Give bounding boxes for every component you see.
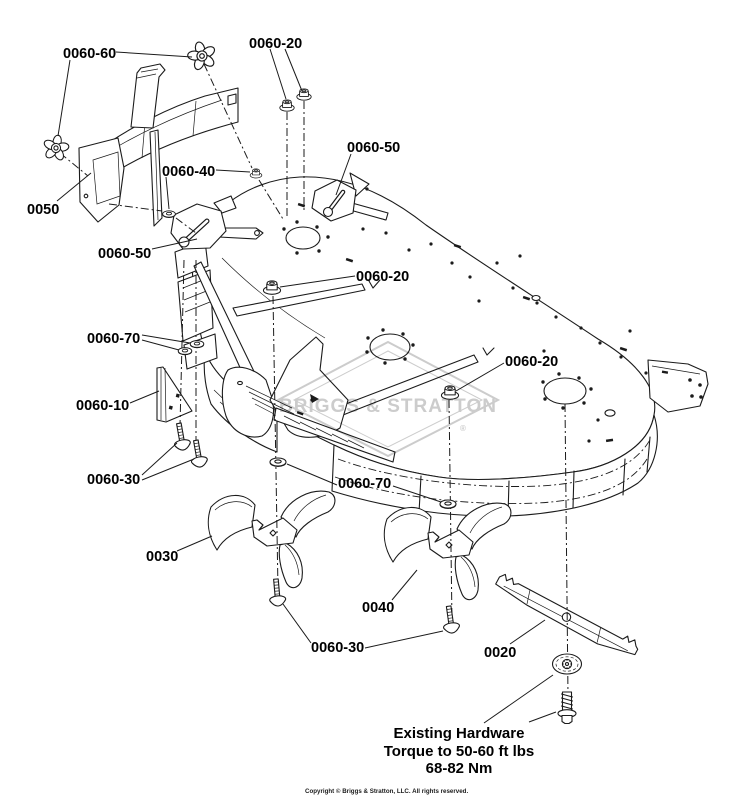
part-label-0060-30-bottom[interactable]: 0060-30 xyxy=(311,640,364,656)
deflector-0050-drawing xyxy=(78,63,239,227)
spline-washer-icon xyxy=(551,653,583,675)
watermark-text: BRIGGS & STRATTON xyxy=(279,396,497,417)
part-label-0060-70-left[interactable]: 0060-70 xyxy=(87,331,140,347)
spindle-bolt-holes xyxy=(282,220,593,410)
copyright-notice: Copyright © Briggs & Stratton, LLC. All … xyxy=(305,788,468,795)
part-label-0060-20-middle[interactable]: 0060-20 xyxy=(356,269,409,285)
deck-hanger-bracket xyxy=(647,359,709,413)
carriage-bolt-0060-30-icon xyxy=(170,421,192,452)
deck-front-baffles xyxy=(193,261,396,463)
part-label-0060-10[interactable]: 0060-10 xyxy=(76,398,129,414)
carriage-bolt-0060-30-icon xyxy=(187,438,209,469)
spindle-hole-left xyxy=(285,226,321,250)
part-label-0020[interactable]: 0020 xyxy=(484,645,516,661)
mulching-blade-0040-drawing xyxy=(383,502,512,601)
part-label-0040[interactable]: 0040 xyxy=(362,600,394,616)
torque-note-line-2: Torque to 50-60 ft lbs xyxy=(384,743,535,760)
carriage-bolt-0060-30-icon xyxy=(267,577,287,608)
part-label-0060-70-bottom[interactable]: 0060-70 xyxy=(338,476,391,492)
flange-nut-0060-40-icon xyxy=(249,168,263,179)
washer-0060-40-icon xyxy=(162,210,176,219)
torque-note: Existing Hardware Torque to 50-60 ft lbs… xyxy=(384,725,535,777)
leader-lines xyxy=(56,48,557,724)
torque-note-line-3: 68-82 Nm xyxy=(426,760,493,777)
part-label-0060-50-right[interactable]: 0060-50 xyxy=(347,140,400,156)
washer-0060-70-icon xyxy=(439,499,457,510)
part-label-0060-30-left[interactable]: 0060-30 xyxy=(87,472,140,488)
baffle-plate-0060-10-drawing xyxy=(156,366,193,423)
washer-0060-70-icon xyxy=(269,457,287,468)
watermark-registered-icon: ® xyxy=(460,424,466,433)
mulching-blade-0030-drawing xyxy=(207,490,336,589)
flange-nut-0060-20-icon xyxy=(279,99,295,112)
washer-0060-70-icon xyxy=(177,347,193,356)
part-label-0030[interactable]: 0030 xyxy=(146,549,178,565)
part-label-0060-20-right[interactable]: 0060-20 xyxy=(505,354,558,370)
part-label-0060-40[interactable]: 0060-40 xyxy=(162,164,215,180)
carriage-bolt-0060-30-icon xyxy=(440,604,461,635)
part-label-0060-20-top[interactable]: 0060-20 xyxy=(249,36,302,52)
hex-bolt-spring-washer-icon xyxy=(557,691,577,725)
wing-knob-0060-60-icon xyxy=(39,132,73,164)
flange-nut-0060-20-icon xyxy=(296,88,312,101)
washer-0060-70-icon xyxy=(189,340,205,349)
part-label-0060-50-left[interactable]: 0060-50 xyxy=(98,246,151,262)
part-number-callouts: 0060-60 0060-20 0060-50 0060-40 0050 006… xyxy=(27,36,558,661)
part-label-0060-60[interactable]: 0060-60 xyxy=(63,46,116,62)
torque-note-line-1: Existing Hardware xyxy=(394,725,525,742)
bracket-0060-50-left-drawing xyxy=(170,195,237,250)
bracket-0060-50-right-drawing xyxy=(311,172,370,222)
spindle-hole-right xyxy=(543,377,587,405)
assembly-axis-lines xyxy=(59,63,569,697)
mower-deck-drawing xyxy=(170,172,709,517)
wing-knob-0060-60-icon xyxy=(183,37,221,75)
briggs-stratton-watermark: BRIGGS & STRATTON ® xyxy=(275,340,501,458)
spindle-hole-middle xyxy=(369,333,411,361)
part-label-0050[interactable]: 0050 xyxy=(27,202,59,218)
